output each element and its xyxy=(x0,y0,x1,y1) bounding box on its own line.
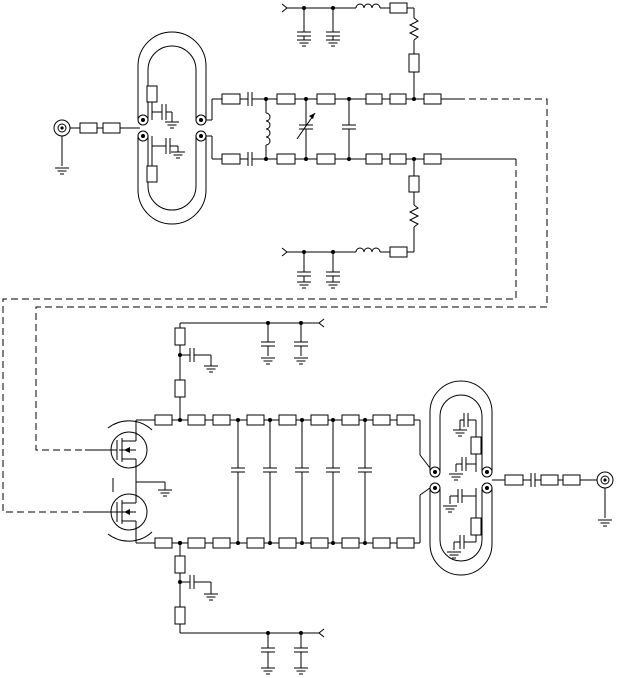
input-matching-network xyxy=(206,92,516,166)
input-feed-line xyxy=(70,122,140,134)
transistor-upper xyxy=(85,420,148,478)
source-ground xyxy=(107,420,173,542)
input-balun-hairpin xyxy=(137,31,207,225)
ground-icon xyxy=(54,167,70,175)
ground-icon xyxy=(260,357,276,365)
ground-icon xyxy=(203,365,219,373)
rf-output-connector xyxy=(596,471,614,527)
rf-input-connector xyxy=(53,119,71,175)
ground-icon xyxy=(597,519,613,527)
ground-icon xyxy=(442,505,458,513)
ground-icon xyxy=(448,473,464,481)
output-feed-line xyxy=(492,473,597,487)
gate-bias-upper xyxy=(281,2,420,101)
ground-icon xyxy=(293,357,309,365)
drain-bias-upper xyxy=(174,318,325,420)
output-matching-network xyxy=(136,414,431,549)
gate-bias-lower xyxy=(281,157,420,289)
ground-icon xyxy=(203,593,219,601)
ground-icon xyxy=(325,39,341,47)
ground-icon xyxy=(452,429,468,437)
ground-icon xyxy=(170,151,186,159)
ground-icon xyxy=(325,281,341,289)
ground-icon xyxy=(296,39,312,47)
ground-icon xyxy=(260,667,276,675)
ground-icon xyxy=(296,281,312,289)
gate-drive-links xyxy=(2,98,548,513)
drain-bias-lower xyxy=(174,541,325,675)
output-balun-hairpin xyxy=(429,380,493,576)
ground-icon xyxy=(157,489,173,497)
ground-icon xyxy=(164,121,180,129)
ground-icon xyxy=(293,667,309,675)
transistor-lower xyxy=(85,486,148,543)
